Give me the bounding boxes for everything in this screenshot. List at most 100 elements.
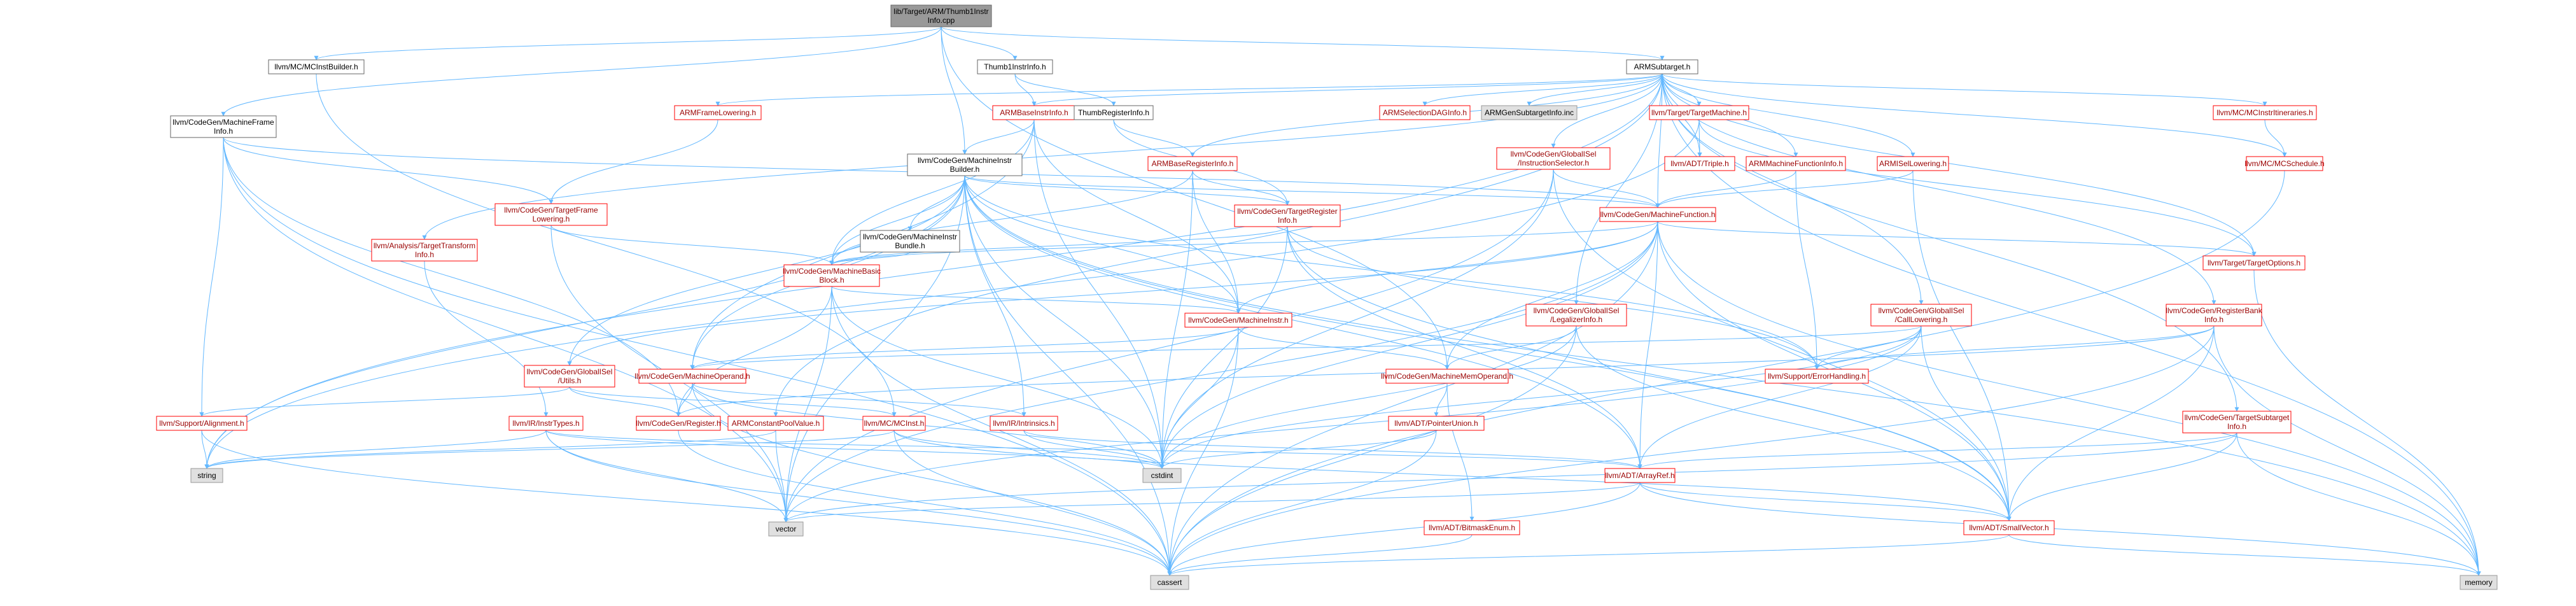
edge-mib-to-tri bbox=[964, 175, 1290, 206]
node-label: llvm/CodeGen/GlobalISel bbox=[1879, 306, 1964, 315]
edge-gisutils-to-mcinst bbox=[569, 386, 897, 417]
node-errorhandling[interactable]: llvm/Support/ErrorHandling.h bbox=[1765, 369, 1869, 384]
edge-tsi-to-memory bbox=[2236, 432, 2481, 576]
node-armmfi[interactable]: ARMMachineFunctionInfo.h bbox=[1746, 156, 1846, 171]
node-label: llvm/CodeGen/RegisterBank bbox=[2166, 306, 2262, 315]
node-mcinstritin[interactable]: llvm/MC/MCInstrItineraries.h bbox=[2213, 105, 2317, 120]
node-mcschedule[interactable]: llvm/MC/MCSchedule.h bbox=[2244, 156, 2325, 171]
node-label: llvm/CodeGen/MachineFrame bbox=[172, 118, 274, 127]
node-label: llvm/CodeGen/MachineFunction.h bbox=[1600, 210, 1716, 219]
node-armframe[interactable]: ARMFrameLowering.h bbox=[674, 105, 762, 120]
edge-tri-to-arrayref bbox=[1287, 226, 1642, 469]
node-armselection[interactable]: ARMSelectionDAGInfo.h bbox=[1379, 105, 1471, 120]
edge-armbasereg-to-mbb bbox=[829, 170, 1193, 265]
node-box bbox=[860, 230, 960, 253]
node-register[interactable]: llvm/CodeGen/Register.h bbox=[636, 416, 721, 431]
node-cstdint[interactable]: cstdint bbox=[1142, 468, 1182, 483]
edge-legalizer-to-cstdint bbox=[1159, 325, 1577, 469]
node-instrtypes[interactable]: llvm/IR/InstrTypes.h bbox=[508, 416, 584, 431]
edge-instrtypes-to-string bbox=[204, 430, 547, 469]
edge-mcinstbuilder-to-mcinst bbox=[316, 73, 897, 417]
node-label: llvm/CodeGen/MachineBasic bbox=[783, 267, 881, 276]
node-mi[interactable]: llvm/CodeGen/MachineInstr.h bbox=[1184, 313, 1292, 328]
edge-mo-to-cstdint bbox=[692, 383, 1165, 469]
node-intrinsics[interactable]: llvm/IR/Intrinsics.h bbox=[990, 416, 1058, 431]
node-label: llvm/ADT/Triple.h bbox=[1670, 159, 1729, 168]
node-mcinst[interactable]: llvm/MC/MCInst.h bbox=[862, 416, 926, 431]
node-armbaseinstr[interactable]: ARMBaseInstrInfo.h bbox=[992, 105, 1076, 120]
node-label: llvm/IR/Intrinsics.h bbox=[993, 419, 1054, 428]
node-thumbreg[interactable]: ThumbRegisterInfo.h bbox=[1074, 105, 1154, 120]
node-targetmachine[interactable]: llvm/Target/TargetMachine.h bbox=[1649, 105, 1749, 120]
edge-mfi-to-cassert bbox=[223, 137, 1172, 576]
node-armbasereg[interactable]: ARMBaseRegisterInfo.h bbox=[1147, 156, 1238, 171]
edge-mib-to-arrayref bbox=[964, 175, 1642, 469]
node-mf[interactable]: llvm/CodeGen/MachineFunction.h bbox=[1599, 207, 1716, 222]
node-box bbox=[1234, 204, 1341, 227]
node-mo[interactable]: llvm/CodeGen/MachineOperand.h bbox=[634, 369, 750, 384]
edge-tsi-to-smallvector bbox=[2006, 432, 2237, 521]
node-smallvector[interactable]: llvm/ADT/SmallVector.h bbox=[1963, 520, 2055, 535]
node-armcpv[interactable]: ARMConstantPoolValue.h bbox=[727, 416, 824, 431]
node-alignment[interactable]: llvm/Support/Alignment.h bbox=[156, 416, 248, 431]
edge-mfi-to-targetframe bbox=[223, 137, 554, 204]
node-armgensub[interactable]: ARMGenSubtargetInfo.inc bbox=[1481, 105, 1578, 120]
node-label: llvm/CodeGen/GlobalISel bbox=[1511, 150, 1597, 159]
node-root: lib/Target/ARM/Thumb1InstrInfo.cpp bbox=[890, 4, 992, 27]
node-vector[interactable]: vector bbox=[768, 521, 804, 537]
edge-mfi-to-vector bbox=[223, 137, 788, 523]
node-gisutils[interactable]: llvm/CodeGen/GlobalISel/Utils.h bbox=[524, 365, 615, 388]
node-arrayref[interactable]: llvm/ADT/ArrayRef.h bbox=[1604, 468, 1676, 483]
node-targetoptions[interactable]: llvm/Target/TargetOptions.h bbox=[2202, 255, 2306, 271]
node-mcinstbuilder[interactable]: llvm/MC/MCInstBuilder.h bbox=[268, 59, 365, 74]
node-armisel[interactable]: ARMISelLowering.h bbox=[1877, 156, 1949, 171]
node-mmo[interactable]: llvm/CodeGen/MachineMemOperand.h bbox=[1381, 369, 1513, 384]
edge-mibundle-to-mbb bbox=[829, 251, 911, 265]
edge-mbb-to-register bbox=[676, 286, 832, 417]
node-box bbox=[371, 239, 478, 262]
node-thumb1[interactable]: Thumb1InstrInfo.h bbox=[977, 59, 1053, 74]
node-triple[interactable]: llvm/ADT/Triple.h bbox=[1664, 156, 1735, 171]
node-label: ARMISelLowering.h bbox=[1879, 159, 1947, 168]
node-label: Info.cpp bbox=[928, 16, 955, 25]
node-armsubtarget[interactable]: ARMSubtarget.h bbox=[1626, 59, 1698, 74]
node-label: ARMBaseRegisterInfo.h bbox=[1152, 159, 1234, 168]
node-memory[interactable]: memory bbox=[2460, 575, 2498, 590]
edge-instrtypes-to-cassert bbox=[545, 430, 1172, 576]
node-label: ThumbRegisterInfo.h bbox=[1078, 108, 1149, 117]
edge-alignment-to-string bbox=[201, 430, 209, 469]
edge-armmfi-to-errorhandling bbox=[1795, 170, 1819, 370]
node-isel[interactable]: llvm/CodeGen/GlobalISel/InstructionSelec… bbox=[1496, 147, 1611, 170]
node-bitmask[interactable]: llvm/ADT/BitmaskEnum.h bbox=[1424, 520, 1520, 535]
edge-mf-to-mbb bbox=[829, 221, 1658, 265]
edge-gisutils-to-register bbox=[569, 386, 681, 417]
node-string[interactable]: string bbox=[190, 468, 223, 483]
node-label: /Utils.h bbox=[558, 376, 582, 385]
edge-legalizer-to-smallvector bbox=[1576, 325, 2012, 521]
node-calllowering[interactable]: llvm/CodeGen/GlobalISel/CallLowering.h bbox=[1870, 304, 1972, 327]
node-label: llvm/MC/MCInstrItineraries.h bbox=[2216, 108, 2313, 117]
node-label: ARMSelectionDAGInfo.h bbox=[1383, 108, 1467, 117]
node-box bbox=[1626, 59, 1698, 74]
node-pointerunion[interactable]: llvm/ADT/PointerUnion.h bbox=[1388, 416, 1485, 431]
node-label: Builder.h bbox=[950, 165, 980, 174]
node-label: llvm/CodeGen/MachineInstr bbox=[918, 156, 1012, 165]
edge-calllowering-to-vector bbox=[783, 325, 1922, 523]
edge-root-to-armsubtarget bbox=[941, 26, 1665, 60]
edge-mib-to-intrinsics bbox=[964, 175, 1026, 417]
edge-mo-to-cassert bbox=[692, 383, 1172, 576]
node-cassert[interactable]: cassert bbox=[1150, 575, 1189, 590]
node-label: Info.h bbox=[214, 127, 233, 136]
edge-arrayref-to-memory bbox=[1639, 482, 2481, 576]
node-box bbox=[1424, 520, 1520, 535]
node-legalizer[interactable]: llvm/CodeGen/GlobalISel/LegalizerInfo.h bbox=[1525, 304, 1627, 327]
